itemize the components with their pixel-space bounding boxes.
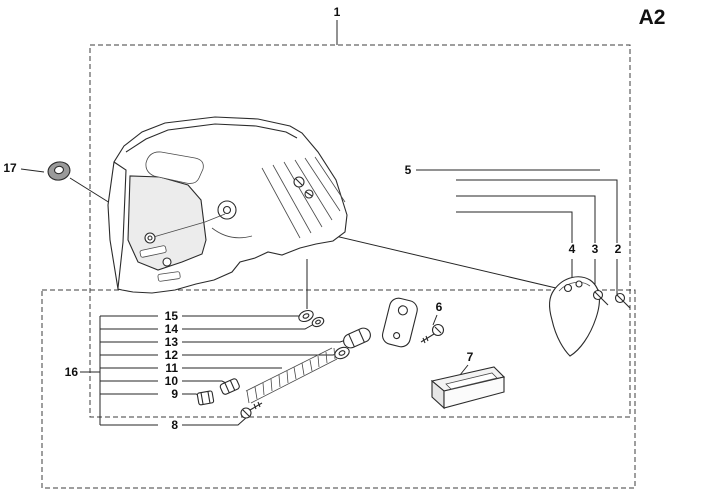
clutch-cover-housing	[107, 116, 348, 294]
leader-lines	[20, 20, 618, 426]
brake-mechanism	[139, 200, 253, 282]
housing-screws	[293, 176, 314, 199]
washer-14	[311, 316, 325, 328]
part-label-10: 10	[165, 374, 179, 388]
washer-12	[334, 346, 350, 360]
part-label-3: 3	[592, 242, 599, 256]
piston-part	[343, 327, 371, 349]
tensioner-bracket	[381, 297, 418, 348]
tension-spring	[245, 347, 338, 404]
kit-boundary-box	[41, 289, 636, 489]
band-screw-3	[592, 289, 609, 306]
part-label-16: 16	[65, 365, 79, 379]
part-label-8: 8	[171, 418, 178, 432]
adjuster-screw-part	[240, 401, 263, 419]
part-label-14: 14	[165, 322, 179, 336]
sheet-code: A2	[639, 6, 666, 29]
part-label-9: 9	[171, 387, 178, 401]
part-label-11: 11	[165, 361, 178, 375]
part-label-12: 12	[165, 348, 179, 362]
part-label-4: 4	[569, 242, 576, 256]
part-label-5: 5	[405, 163, 412, 177]
part-labels: 1 2 3 4 5 6 7 8 9 10 11 12 13 14 15 16 1…	[3, 5, 621, 432]
brake-band	[549, 276, 600, 357]
part-label-2: 2	[615, 242, 622, 256]
grommet-part	[47, 161, 71, 181]
cooling-fins	[261, 156, 346, 239]
part-label-1: 1	[334, 5, 341, 19]
part-label-15: 15	[165, 309, 179, 323]
part-label-17: 17	[3, 161, 17, 175]
washer-15	[298, 309, 314, 323]
nipple-part	[219, 378, 240, 395]
tensioner-screw-6	[420, 323, 445, 344]
part-label-6: 6	[436, 300, 443, 314]
part-label-13: 13	[165, 335, 179, 349]
nut-part	[196, 390, 215, 406]
guard-bar-part	[430, 366, 506, 410]
part-label-7: 7	[467, 350, 474, 364]
band-screw-2	[614, 292, 631, 309]
